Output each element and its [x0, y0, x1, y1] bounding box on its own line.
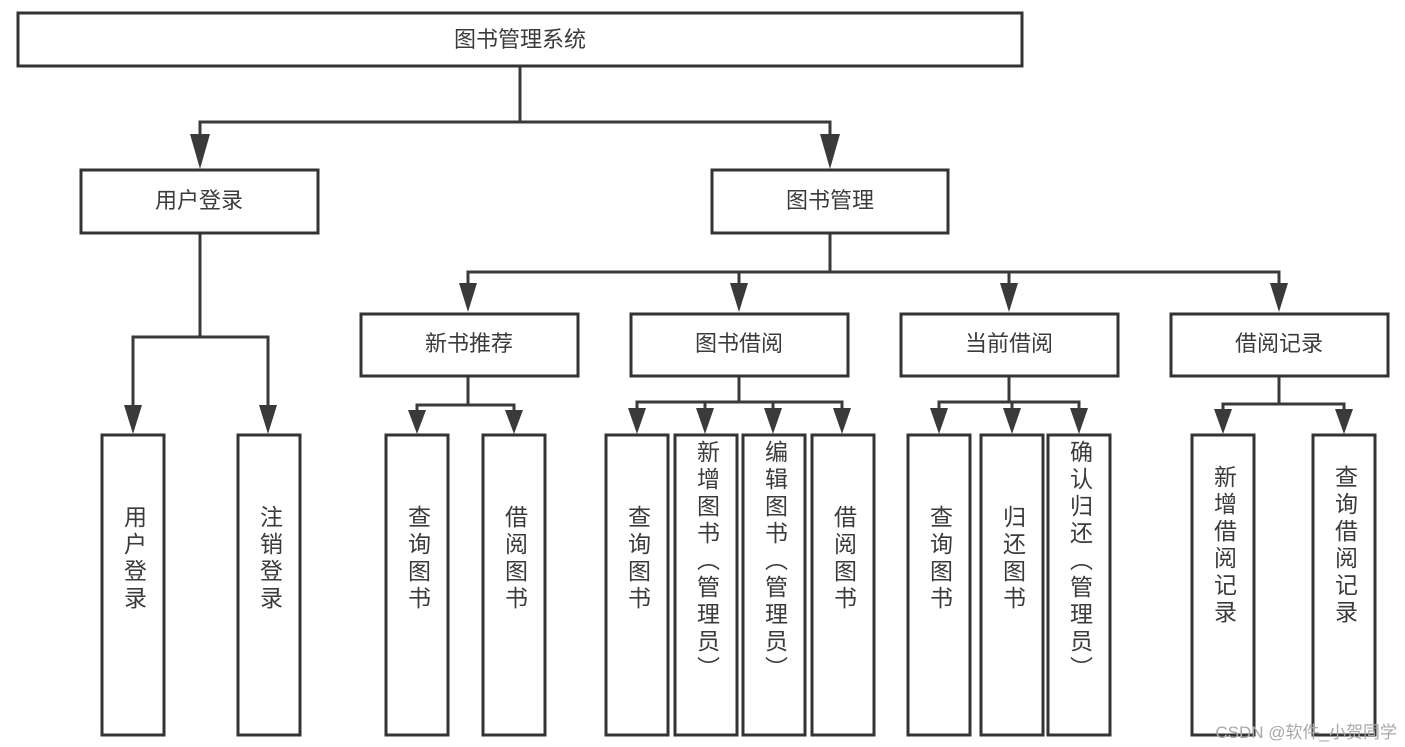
arrow-bm-to-new-book-recommend — [459, 283, 477, 312]
node-box-leaf-query-book-3[interactable] — [906, 433, 972, 737]
arrow-to-leaf-add-borrow-record — [1214, 409, 1232, 434]
node-label-book-borrow: 图书借阅 — [695, 331, 783, 356]
node-label-user-login: 用户登录 — [155, 188, 243, 213]
node-box-leaf-borrow-book-2[interactable] — [810, 433, 876, 737]
arrow-to-leaf-return-book — [1003, 408, 1021, 434]
arrow-bm-to-borrow-record — [1270, 283, 1288, 312]
arrow-to-leaf-logout-login — [259, 405, 277, 434]
node-box-leaf-borrow-book-1[interactable] — [481, 433, 547, 737]
arrow-to-leaf-confirm-return-admin — [1070, 408, 1088, 434]
node-box-leaf-query-book-2[interactable] — [604, 433, 670, 737]
connector-group-new-book-recommend — [408, 374, 523, 434]
node-box-current-borrow[interactable] — [899, 312, 1120, 378]
arrow-bm-to-book-borrow — [730, 283, 748, 312]
node-box-leaf-confirm-return-admin[interactable] — [1046, 433, 1112, 737]
arrow-root-to-user-login — [190, 134, 210, 169]
node-box-user-login[interactable] — [79, 168, 320, 235]
node-label-borrow-record: 借阅记录 — [1235, 331, 1323, 356]
connector-group-root — [190, 64, 840, 169]
node-label-current-borrow: 当前借阅 — [965, 331, 1053, 356]
node-box-book-borrow[interactable] — [629, 312, 850, 378]
node-box-leaf-edit-book-admin[interactable] — [741, 433, 807, 737]
node-label-root: 图书管理系统 — [454, 27, 586, 52]
arrow-to-leaf-query-borrow-record — [1335, 409, 1353, 434]
arrow-to-leaf-query-book-2 — [628, 408, 646, 434]
csdn-watermark: CSDN @软件_小贺同学 — [1215, 723, 1397, 742]
arrow-to-leaf-query-book-1 — [408, 410, 426, 434]
node-box-new-book-recommend[interactable] — [359, 312, 580, 378]
connector-group-borrow-record — [1214, 374, 1353, 434]
arrow-to-leaf-query-book-3 — [930, 408, 948, 434]
node-box-leaf-add-book-admin[interactable] — [673, 433, 739, 737]
arrow-to-leaf-edit-book-admin — [764, 408, 782, 434]
node-box-root[interactable] — [16, 11, 1024, 68]
arrow-to-leaf-user-login — [124, 405, 142, 434]
node-box-leaf-user-login[interactable] — [100, 433, 166, 737]
node-label-book-management: 图书管理 — [786, 188, 874, 213]
connector-group-current-borrow — [930, 374, 1088, 434]
node-box-borrow-record[interactable] — [1169, 312, 1390, 378]
connector-group-book-borrow — [628, 374, 851, 434]
arrow-root-to-book-management — [820, 134, 840, 169]
node-label-new-book-recommend: 新书推荐 — [425, 331, 513, 356]
node-box-leaf-query-book-1[interactable] — [384, 433, 450, 737]
node-box-book-management[interactable] — [710, 168, 950, 235]
arrow-to-leaf-add-book-admin — [696, 408, 714, 434]
arrow-to-leaf-borrow-book-1 — [505, 410, 523, 434]
node-box-leaf-logout-login[interactable] — [236, 433, 302, 737]
node-box-leaf-return-book[interactable] — [979, 433, 1045, 737]
connector-group-user-login — [124, 232, 277, 434]
node-box-leaf-query-borrow-record[interactable] — [1311, 433, 1377, 737]
connector-group-book-management — [459, 232, 1288, 312]
arrow-to-leaf-borrow-book-2 — [833, 408, 851, 434]
node-box-leaf-add-borrow-record[interactable] — [1190, 433, 1256, 737]
arrow-bm-to-current-borrow — [1000, 283, 1018, 312]
